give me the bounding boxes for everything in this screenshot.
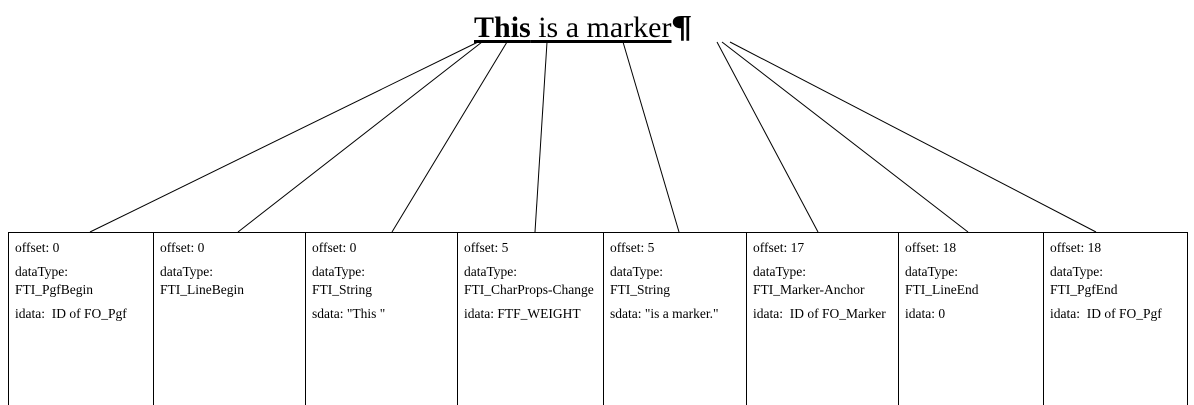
record-datatype-label: dataType: (464, 264, 518, 279)
record-datatype-label: dataType: (15, 264, 69, 279)
record-datatype-label: dataType: (610, 264, 664, 279)
record-offset: offset: 5 (610, 240, 655, 255)
record-box-2: offset: 0 dataType: FTI_LineBegin (154, 232, 306, 405)
record-datatype: FTI_String (312, 282, 373, 297)
record-box-7: offset: 18 dataType: FTI_LineEnd idata: … (899, 232, 1044, 405)
record-offset: offset: 0 (160, 240, 205, 255)
record-box-6: offset: 17 dataType: FTI_Marker-Anchor i… (747, 232, 899, 405)
record-datatype-label: dataType: (312, 264, 366, 279)
record-datatype: FTI_String (610, 282, 671, 297)
record-data: sdata: "This " (312, 306, 386, 321)
record-data: idata: 0 (905, 306, 946, 321)
record-data: idata: ID of FO_Pgf (1050, 306, 1162, 321)
record-datatype: FTI_PgfBegin (15, 282, 94, 297)
connector-line-4 (534, 41, 548, 233)
record-data: sdata: "is a marker." (610, 306, 719, 321)
record-datatype-label: dataType: (160, 264, 214, 279)
record-offset: offset: 17 (753, 240, 805, 255)
record-data: idata: ID of FO_Marker (753, 306, 886, 321)
record-datatype: FTI_LineBegin (160, 282, 244, 297)
record-box-8: offset: 18 dataType: FTI_PgfEnd idata: I… (1044, 232, 1188, 405)
record-datatype: FTI_PgfEnd (1050, 282, 1118, 297)
pilcrow-icon: ¶ (670, 8, 692, 44)
record-box-3: offset: 0 dataType: FTI_String sdata: "T… (306, 232, 458, 405)
record-offset: offset: 5 (464, 240, 509, 255)
connector-line-8 (729, 41, 1097, 233)
record-box-4: offset: 5 dataType: FTI_CharProps-Change… (458, 232, 604, 405)
record-datatype-label: dataType: (753, 264, 807, 279)
connector-line-6 (716, 41, 819, 233)
record-datatype: FTI_CharProps-Change (464, 282, 594, 297)
connector-line-7 (721, 41, 969, 233)
record-data: idata: ID of FO_Pgf (15, 306, 127, 321)
record-box-1: offset: 0 dataType: FTI_PgfBegin idata: … (9, 232, 154, 405)
connector-line-2 (237, 41, 483, 233)
sample-text-bold-word: This (474, 11, 531, 44)
sample-text: This is a marker¶ (474, 6, 692, 46)
record-offset: offset: 0 (312, 240, 357, 255)
record-datatype-label: dataType: (905, 264, 959, 279)
record-box-5: offset: 5 dataType: FTI_String sdata: "i… (604, 232, 747, 405)
record-datatype: FTI_Marker-Anchor (753, 282, 865, 297)
connector-line-1 (89, 41, 479, 233)
connector-line-5 (622, 41, 680, 233)
record-offset: offset: 18 (905, 240, 957, 255)
sample-text-rest: is a marker (530, 11, 672, 44)
item-records: offset: 0 dataType: FTI_PgfBegin idata: … (8, 232, 1188, 405)
record-datatype-label: dataType: (1050, 264, 1104, 279)
record-datatype: FTI_LineEnd (905, 282, 979, 297)
record-offset: offset: 18 (1050, 240, 1102, 255)
connector-line-3 (391, 41, 508, 233)
record-offset: offset: 0 (15, 240, 60, 255)
record-data: idata: FTF_WEIGHT (464, 306, 581, 321)
